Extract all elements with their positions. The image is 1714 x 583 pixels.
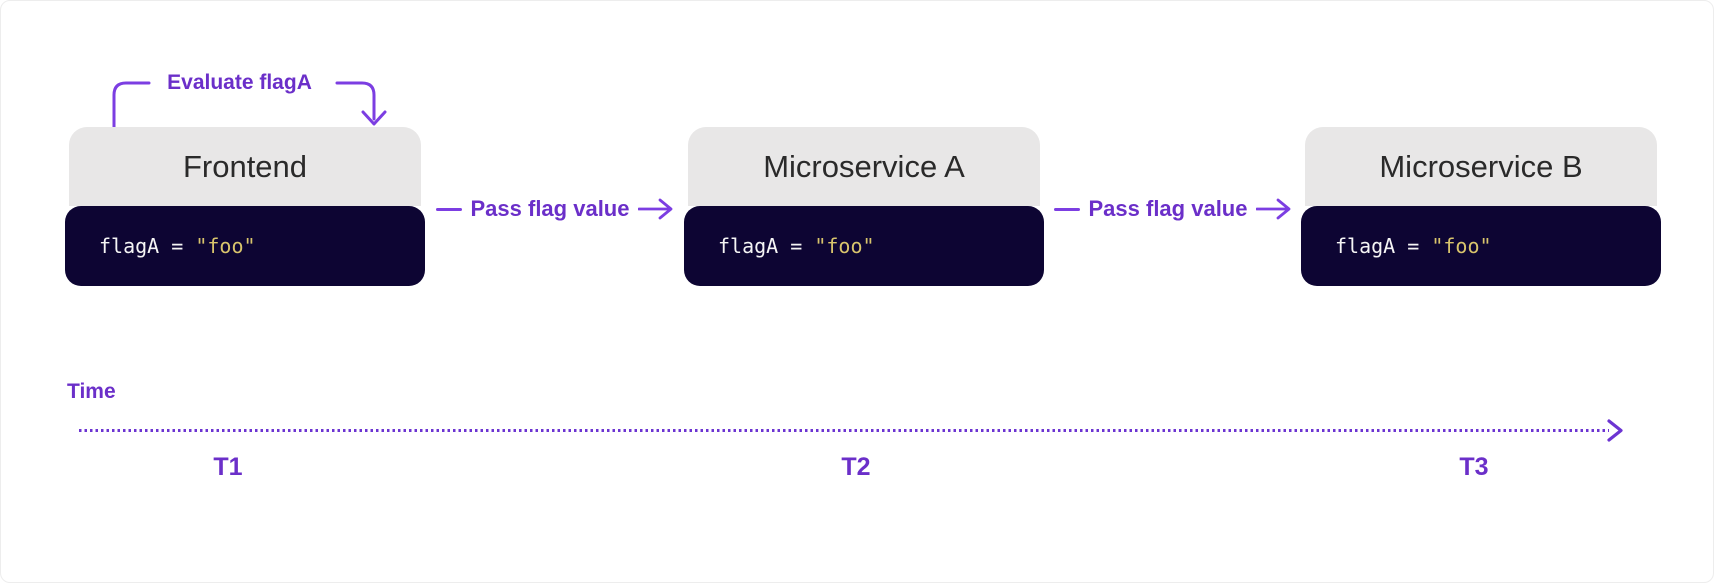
arrow-right-icon xyxy=(638,198,673,220)
code-block-frontend: flagA = "foo" xyxy=(65,206,425,286)
timeline-axis xyxy=(79,429,1609,432)
service-title-text: Microservice A xyxy=(763,148,965,184)
timeline-arrowhead-icon xyxy=(1607,419,1623,442)
service-title-frontend: Frontend xyxy=(69,127,421,206)
pass-flag-connector-2: Pass flag value xyxy=(1041,189,1309,229)
service-box-frontend: Frontend flagA = "foo" xyxy=(65,127,425,286)
timeline-tick-t2: T2 xyxy=(841,453,871,481)
code-assignment: flagA = xyxy=(1335,234,1432,258)
pass-flag-label: Pass flag value xyxy=(470,196,630,221)
evaluate-bracket-arrow-icon xyxy=(112,81,387,129)
timeline-tick-t1: T1 xyxy=(213,453,243,481)
timeline-tick-t3: T3 xyxy=(1459,453,1489,481)
pass-flag-connector-1: Pass flag value xyxy=(423,189,691,229)
connector-dash xyxy=(1053,207,1080,211)
service-title-text: Microservice B xyxy=(1379,148,1583,184)
connector-dash xyxy=(435,207,462,211)
code-block-microservice-a: flagA = "foo" xyxy=(684,206,1044,286)
timeline-label: Time xyxy=(67,380,116,403)
code-string-value: "foo" xyxy=(1431,234,1492,258)
evaluate-flag-label: Evaluate flagA xyxy=(167,71,312,94)
code-string-value: "foo" xyxy=(814,234,875,258)
service-title-microservice-b: Microservice B xyxy=(1305,127,1657,206)
code-assignment: flagA = xyxy=(99,234,196,258)
arrow-right-icon xyxy=(1256,198,1291,220)
pass-flag-label: Pass flag value xyxy=(1088,196,1248,221)
service-box-microservice-b: Microservice B flagA = "foo" xyxy=(1301,127,1661,286)
service-box-microservice-a: Microservice A flagA = "foo" xyxy=(684,127,1044,286)
service-title-text: Frontend xyxy=(182,148,308,184)
code-block-microservice-b: flagA = "foo" xyxy=(1301,206,1661,286)
service-title-microservice-a: Microservice A xyxy=(688,127,1040,206)
code-assignment: flagA = xyxy=(718,234,815,258)
code-string-value: "foo" xyxy=(195,234,256,258)
